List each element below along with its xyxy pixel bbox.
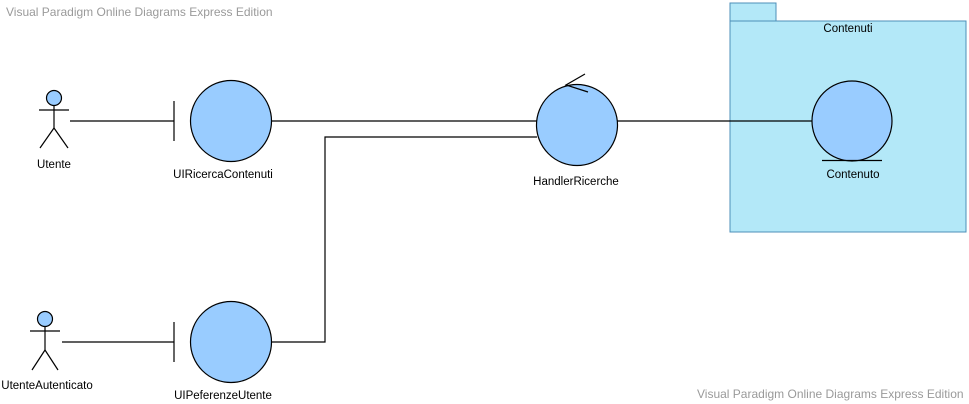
control-handler-ricerche[interactable] bbox=[535, 73, 619, 167]
actor-head-icon bbox=[45, 89, 63, 107]
label-utente: Utente bbox=[37, 159, 71, 171]
label-contenuto: Contenuto bbox=[826, 169, 880, 181]
connector-preferenze-handler bbox=[272, 136, 537, 343]
boundary-ui-ricerca-contenuti[interactable] bbox=[173, 79, 273, 163]
label-ui-ricerca-contenuti: UIRicercaContenuti bbox=[173, 169, 273, 181]
actor-utente-autenticato[interactable] bbox=[30, 310, 60, 371]
connectors bbox=[62, 120, 812, 343]
control-arrow-icon bbox=[564, 73, 589, 93]
actor-head-icon bbox=[36, 310, 54, 328]
label-utente-autenticato: UtenteAutenticato bbox=[1, 380, 93, 392]
watermark-bottom: Visual Paradigm Online Diagrams Express … bbox=[697, 387, 964, 401]
label-package-contenuti: Contenuti bbox=[823, 23, 873, 35]
label-ui-peferenze-utente: UIPeferenzeUtente bbox=[174, 390, 272, 402]
actor-utente[interactable] bbox=[39, 89, 69, 149]
label-handler-ricerche: HandlerRicerche bbox=[533, 176, 619, 188]
entity-contenuto[interactable] bbox=[811, 80, 893, 162]
boundary-ui-peferenze-utente[interactable] bbox=[173, 300, 273, 384]
watermark-top: Visual Paradigm Online Diagrams Express … bbox=[6, 5, 273, 19]
